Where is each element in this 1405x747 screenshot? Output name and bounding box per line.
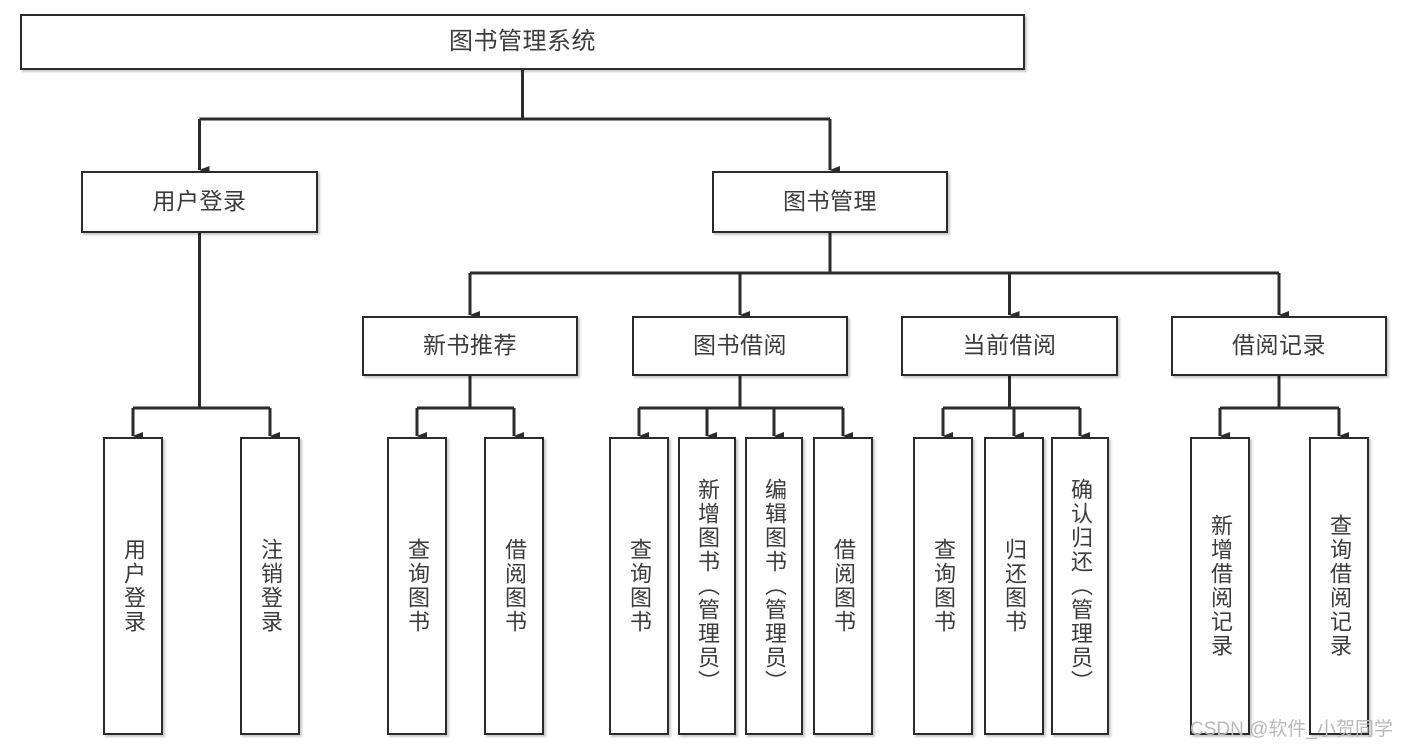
node-leaf-user-login-label: 用户登录 bbox=[121, 538, 146, 634]
node-new-book-recommend-label: 新书推荐 bbox=[423, 332, 517, 359]
node-current-borrow[interactable]: 当前借阅 bbox=[901, 316, 1118, 376]
node-leaf-edit-book-label: 编辑图书（管理员） bbox=[762, 478, 787, 694]
node-root-label: 图书管理系统 bbox=[449, 27, 596, 55]
node-leaf-borrow-book-2[interactable]: 借阅图书 bbox=[813, 437, 873, 735]
node-leaf-confirm-return[interactable]: 确认归还（管理员） bbox=[1051, 437, 1109, 735]
node-leaf-logout-label: 注销登录 bbox=[258, 538, 283, 634]
csdn-watermark: CSDN @软件_小贺同学 bbox=[1190, 719, 1393, 740]
node-leaf-borrow-book-2-label: 借阅图书 bbox=[831, 538, 856, 634]
node-leaf-return-book-label: 归还图书 bbox=[1002, 538, 1027, 634]
node-leaf-add-book-label: 新增图书（管理员） bbox=[695, 478, 720, 694]
node-leaf-confirm-return-label: 确认归还（管理员） bbox=[1068, 478, 1093, 694]
node-leaf-query-book-3[interactable]: 查询图书 bbox=[913, 437, 973, 735]
node-leaf-borrow-book-1-label: 借阅图书 bbox=[502, 538, 527, 634]
node-leaf-logout[interactable]: 注销登录 bbox=[240, 437, 300, 735]
node-new-book-recommend[interactable]: 新书推荐 bbox=[362, 316, 578, 376]
node-leaf-user-login[interactable]: 用户登录 bbox=[103, 437, 163, 735]
node-user-login-label: 用户登录 bbox=[152, 188, 247, 215]
node-leaf-borrow-book-1[interactable]: 借阅图书 bbox=[484, 437, 544, 735]
node-leaf-edit-book[interactable]: 编辑图书（管理员） bbox=[745, 437, 803, 735]
node-borrow-record-label: 借阅记录 bbox=[1232, 332, 1326, 359]
node-root[interactable]: 图书管理系统 bbox=[20, 14, 1025, 70]
node-leaf-query-book-1-label: 查询图书 bbox=[405, 538, 430, 634]
node-leaf-query-book-3-label: 查询图书 bbox=[931, 538, 956, 634]
node-book-borrow-label: 图书借阅 bbox=[693, 332, 787, 359]
node-leaf-query-record[interactable]: 查询借阅记录 bbox=[1309, 437, 1369, 735]
edge-group bbox=[131, 70, 1350, 441]
node-leaf-query-book-2[interactable]: 查询图书 bbox=[609, 437, 669, 735]
node-leaf-add-book[interactable]: 新增图书（管理员） bbox=[678, 437, 736, 735]
node-leaf-return-book[interactable]: 归还图书 bbox=[984, 437, 1044, 735]
node-leaf-query-book-1[interactable]: 查询图书 bbox=[387, 437, 447, 735]
node-leaf-query-book-2-label: 查询图书 bbox=[627, 538, 652, 634]
node-book-manage[interactable]: 图书管理 bbox=[712, 171, 948, 233]
node-leaf-add-record-label: 新增借阅记录 bbox=[1208, 514, 1233, 658]
node-book-borrow[interactable]: 图书借阅 bbox=[632, 316, 848, 376]
node-leaf-query-record-label: 查询借阅记录 bbox=[1327, 514, 1352, 658]
node-leaf-add-record[interactable]: 新增借阅记录 bbox=[1190, 437, 1250, 735]
node-current-borrow-label: 当前借阅 bbox=[962, 332, 1057, 359]
node-book-manage-label: 图书管理 bbox=[783, 188, 877, 215]
node-user-login[interactable]: 用户登录 bbox=[81, 171, 318, 233]
node-borrow-record[interactable]: 借阅记录 bbox=[1171, 316, 1387, 376]
